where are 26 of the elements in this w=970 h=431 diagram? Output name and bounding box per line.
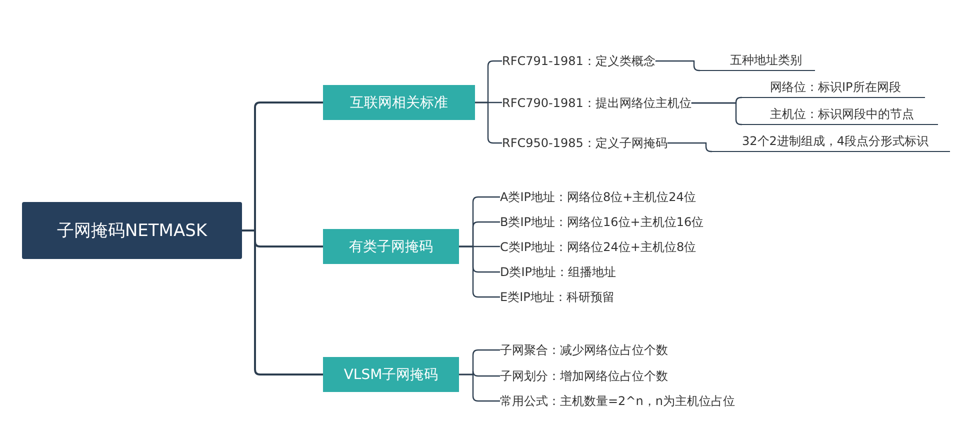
underlined-text: 32个2进制组成，4段点分形式标识 [712,131,950,152]
connector-line [691,102,742,126]
connector-line [459,246,500,298]
connector-line [667,142,712,152]
connector-line [655,60,700,72]
connector-line [475,102,502,144]
connector-line [242,230,323,376]
topic-box: 互联网相关标准 [323,85,475,120]
item-text: RFC790-1981：提出网络位主机位 [502,93,692,113]
item-text: 常用公式：主机数量=2^n，n为主机位占位 [500,391,735,411]
underlined-text: 网络位：标识IP所在网段 [742,77,925,98]
item-text: D类IP地址：组播地址 [500,262,616,282]
item-text: 子网聚合：减少网络位占位个数 [500,340,668,360]
underlined-text: 五种地址类别 [700,50,815,71]
item-text: E类IP地址：科研预留 [500,287,614,307]
item-text: B类IP地址：网络位16位+主机位16位 [500,212,704,232]
item-text: C类IP地址：网络位24位+主机位8位 [500,237,696,257]
item-text: RFC950-1985：定义子网掩码 [502,133,668,153]
connector-line [459,374,500,402]
root-box: 子网掩码NETMASK [22,202,242,259]
item-text: A类IP地址：网络位8位+主机位24位 [500,187,696,207]
item-text: 子网划分：增加网络位占位个数 [500,366,668,386]
topic-box: 有类子网掩码 [323,229,459,264]
underlined-text: 主机位：标识网段中的节点 [742,104,938,125]
item-text: RFC791-1981：定义类概念 [502,51,656,71]
topic-box: VLSM子网掩码 [323,357,459,392]
